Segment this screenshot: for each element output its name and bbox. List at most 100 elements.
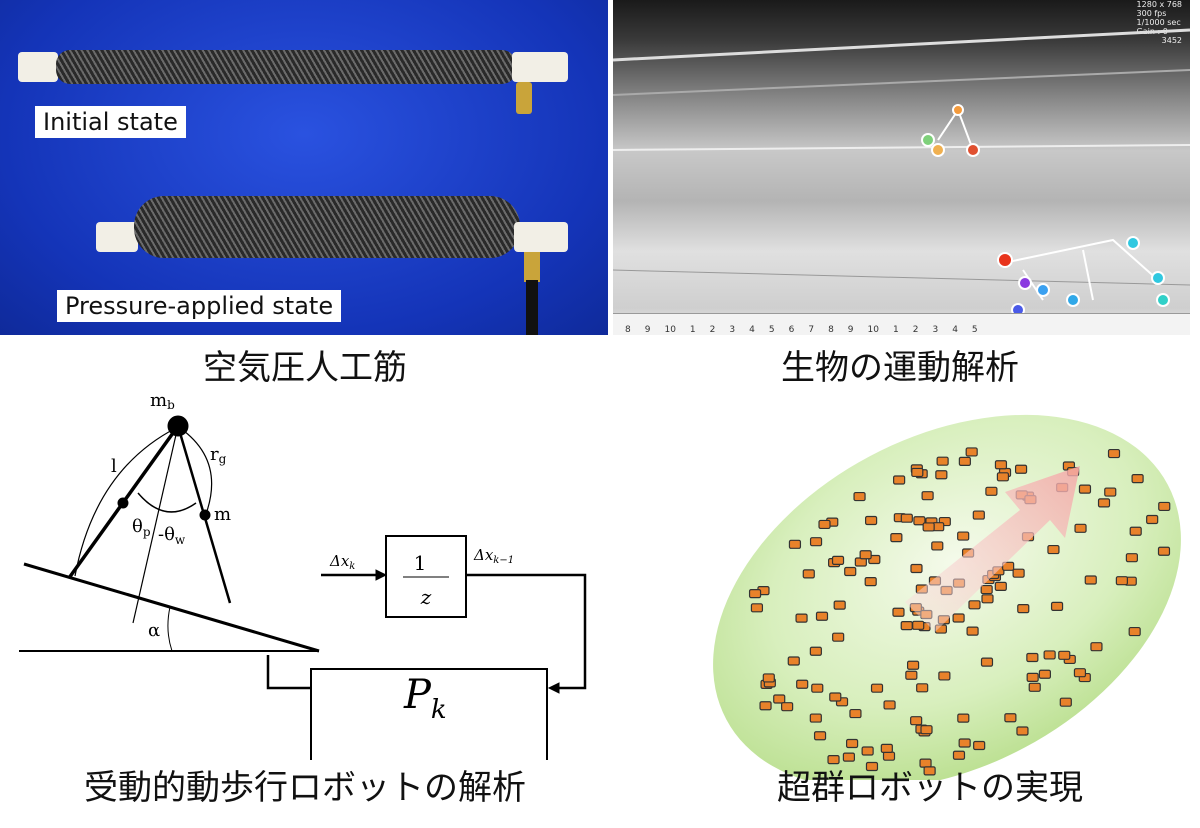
caption-swarm: 超群ロボットの実現 [777, 768, 1083, 808]
robot [892, 607, 905, 617]
svg-text:Δxk−1: Δxk−1 [473, 546, 514, 566]
ruler-tick-label: 1 [892, 325, 899, 335]
robot [985, 486, 998, 496]
robot [748, 589, 762, 599]
label-l: l [111, 456, 117, 477]
overlay-resolution: 1280 x 768 [1136, 0, 1182, 9]
robot [1043, 650, 1056, 660]
robot [910, 563, 923, 574]
end-cap [18, 52, 58, 82]
hip-mass [167, 415, 189, 437]
robot [787, 656, 800, 666]
robot [923, 766, 936, 776]
robot [994, 460, 1008, 470]
robot [1097, 498, 1111, 508]
insect-keypoints-near [997, 236, 1170, 317]
overlay-fps: 300 fps [1136, 9, 1167, 18]
l-arc [74, 427, 177, 577]
robot [957, 713, 970, 723]
walker-to-plant-line [266, 655, 311, 690]
robot [831, 555, 845, 565]
robot [809, 646, 822, 656]
robot [827, 755, 840, 765]
delay-block [385, 535, 467, 618]
robot [958, 456, 971, 466]
leg-mass-left [117, 497, 129, 509]
robot [1004, 713, 1017, 723]
leg-mass-right [199, 509, 211, 521]
robot [906, 660, 920, 670]
robot [1129, 526, 1142, 536]
robot [936, 456, 949, 466]
svg-text:Pk: Pk [403, 672, 447, 725]
feedback-line [466, 573, 587, 690]
label-initial-state: Initial state [35, 106, 186, 138]
robot [1047, 544, 1060, 555]
robot [833, 600, 846, 610]
caption-bio: 生物の運動解析 [781, 348, 1019, 388]
caption-walker: 受動的動歩行ロボットの解析 [84, 768, 526, 808]
robot [1107, 448, 1121, 459]
ruler-tick-label: 4 [749, 325, 755, 335]
tank-and-markers [613, 28, 1190, 317]
robot [864, 577, 877, 587]
robot [759, 701, 772, 711]
robot [865, 761, 879, 772]
robot [1084, 575, 1097, 585]
slope-line [23, 562, 320, 653]
ruler-tick-label: 8 [625, 325, 631, 335]
robot [965, 447, 978, 457]
robot [973, 740, 986, 751]
ruler-tick-label: 8 [828, 325, 834, 335]
robot [1017, 604, 1030, 614]
motion-analysis-photo: 1280 x 768 300 fps 1/1000 sec Gain : 0 3… [613, 0, 1190, 335]
valve-fitting [524, 252, 540, 282]
robot [832, 632, 845, 642]
walker-diagram: mb l rg m θp -θw α 1 z Δxk Δxk−1 Pk [19, 390, 587, 760]
robot [809, 537, 823, 547]
muscle-tube-initial [56, 50, 516, 84]
robot [952, 613, 965, 623]
robot [883, 700, 896, 710]
ruler-tick-label: 3 [932, 325, 939, 335]
delay-numerator: 1 [414, 551, 427, 575]
robot [931, 541, 944, 551]
robot [865, 515, 878, 526]
robot [859, 550, 872, 560]
robot [842, 752, 856, 762]
robot [1002, 561, 1015, 571]
robot [952, 750, 966, 760]
delay-denominator: z [420, 585, 432, 609]
caption-muscle: 空気圧人工筋 [203, 348, 407, 388]
robot [938, 671, 951, 681]
robot [1026, 652, 1039, 663]
robot [935, 470, 948, 480]
robot [893, 475, 906, 485]
robot [788, 539, 802, 549]
theta-arc [137, 492, 197, 513]
robot [844, 566, 857, 577]
label-m: m [214, 504, 231, 525]
svg-text:Δxk: Δxk [329, 552, 355, 572]
vertical-line [132, 425, 179, 624]
robot [1016, 726, 1029, 736]
ruler-tick-label: 6 [788, 325, 795, 335]
muscle-tube-pressurized [134, 196, 520, 258]
robot [1078, 484, 1092, 494]
robot [849, 708, 862, 719]
robot [911, 467, 924, 478]
robot [996, 472, 1010, 482]
robot [905, 670, 918, 680]
robot [1157, 546, 1171, 556]
robot [809, 713, 822, 723]
robot [773, 694, 786, 704]
robot [1050, 601, 1064, 611]
robot [813, 731, 827, 741]
svg-text:mb: mb [150, 390, 175, 412]
valve-fitting [516, 82, 532, 114]
robot [958, 738, 971, 748]
robot [912, 620, 925, 630]
ruler-tick-label: 7 [808, 325, 815, 335]
overlay-shutter: 1/1000 sec [1136, 18, 1181, 27]
